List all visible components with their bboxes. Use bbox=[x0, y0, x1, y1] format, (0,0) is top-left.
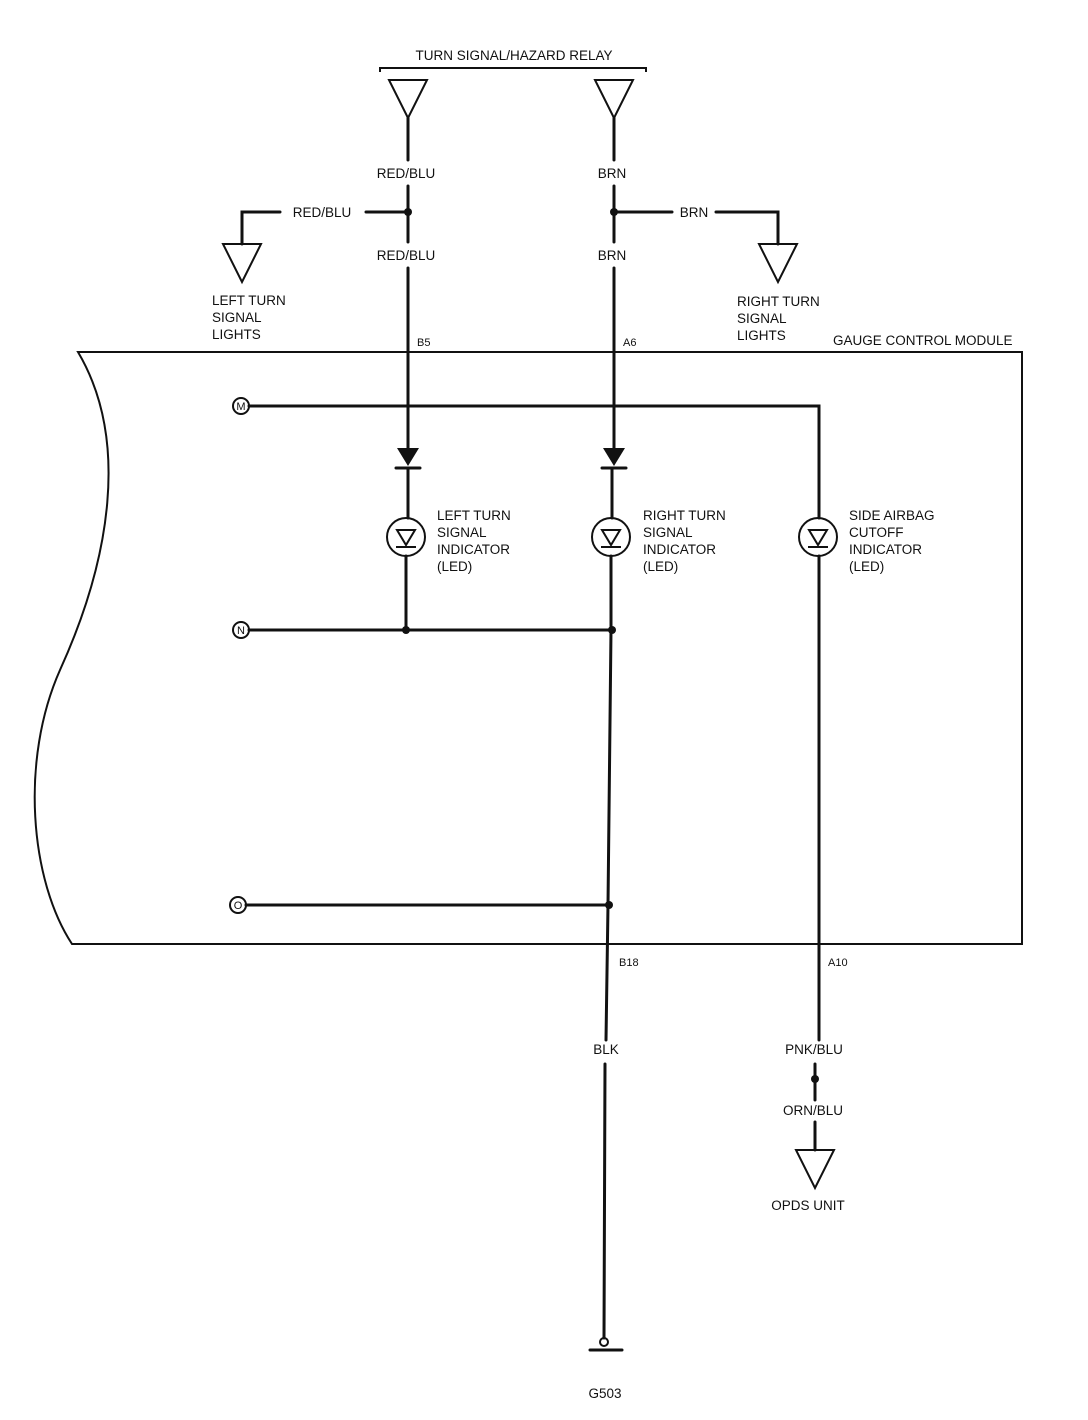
relay-connector-right-icon bbox=[593, 79, 635, 121]
right-lights-label-2: SIGNAL bbox=[737, 311, 787, 326]
opds-connector-icon bbox=[794, 1149, 836, 1191]
right-lights-label-3: LIGHTS bbox=[737, 328, 786, 343]
wire-label-brn-top: BRN bbox=[598, 166, 627, 181]
left-diode-icon bbox=[397, 448, 419, 466]
wire-brn-branch-right bbox=[714, 210, 780, 246]
wire-b18 bbox=[604, 903, 610, 1042]
left-indicator-label-1: LEFT TURN bbox=[437, 508, 511, 523]
left-lights-connector-icon bbox=[221, 243, 263, 285]
right-turn-led-icon bbox=[591, 517, 631, 557]
wire-label-pnk-blu: PNK/BLU bbox=[785, 1042, 843, 1057]
relay-bracket bbox=[379, 67, 647, 72]
right-indicator-label-3: INDICATOR bbox=[643, 542, 716, 557]
airbag-indicator-label-2: CUTOFF bbox=[849, 525, 904, 540]
gauge-control-module-outline bbox=[33, 351, 1023, 945]
module-title: GAUGE CONTROL MODULE bbox=[833, 333, 1013, 348]
left-lights-label-2: SIGNAL bbox=[212, 310, 262, 325]
right-indicator-label-1: RIGHT TURN bbox=[643, 508, 726, 523]
wire-label-red-blu-lower: RED/BLU bbox=[377, 248, 436, 263]
opds-label: OPDS UNIT bbox=[771, 1198, 845, 1213]
airbag-indicator-label-4: (LED) bbox=[849, 559, 884, 574]
wire-label-brn-branch: BRN bbox=[680, 205, 709, 220]
right-diode-icon bbox=[603, 448, 625, 466]
wire-terminal-m bbox=[247, 404, 821, 520]
wire-label-orn-blu: ORN/BLU bbox=[783, 1103, 843, 1118]
side-airbag-led-icon bbox=[798, 517, 838, 557]
wire-ground-internal bbox=[606, 628, 613, 907]
splice-n-left bbox=[402, 626, 410, 634]
wire-label-brn-lower: BRN bbox=[598, 248, 627, 263]
left-lights-label-1: LEFT TURN bbox=[212, 293, 286, 308]
connector-b5: B5 bbox=[417, 337, 430, 349]
terminal-m-label: M bbox=[236, 401, 245, 413]
relay-connector-left-icon bbox=[387, 79, 429, 121]
ground-label: G503 bbox=[588, 1386, 621, 1401]
left-lights-label-3: LIGHTS bbox=[212, 327, 261, 342]
airbag-indicator-label-1: SIDE AIRBAG bbox=[849, 508, 935, 523]
wire-label-red-blu-branch: RED/BLU bbox=[293, 205, 352, 220]
wire-label-red-blu-top: RED/BLU bbox=[377, 166, 436, 181]
right-indicator-label-4: (LED) bbox=[643, 559, 678, 574]
connector-b18: B18 bbox=[619, 957, 639, 969]
terminal-o-label: O bbox=[234, 900, 243, 912]
wire-red-blu-branch-left bbox=[240, 210, 282, 246]
terminal-n-label: N bbox=[237, 625, 245, 637]
right-lights-connector-icon bbox=[757, 243, 799, 285]
right-lights-label-1: RIGHT TURN bbox=[737, 294, 820, 309]
left-indicator-label-4: (LED) bbox=[437, 559, 472, 574]
connector-a6: A6 bbox=[623, 337, 636, 349]
left-indicator-label-2: SIGNAL bbox=[437, 525, 487, 540]
ground-terminal-icon bbox=[599, 1337, 609, 1347]
right-indicator-label-2: SIGNAL bbox=[643, 525, 693, 540]
wire-label-blk: BLK bbox=[593, 1042, 619, 1057]
splice-opds bbox=[811, 1075, 819, 1083]
wire-blk bbox=[602, 1062, 607, 1340]
airbag-indicator-label-3: INDICATOR bbox=[849, 542, 922, 557]
relay-title: TURN SIGNAL/HAZARD RELAY bbox=[415, 48, 612, 63]
left-indicator-label-3: INDICATOR bbox=[437, 542, 510, 557]
left-turn-led-icon bbox=[386, 517, 426, 557]
connector-a10: A10 bbox=[828, 957, 848, 969]
